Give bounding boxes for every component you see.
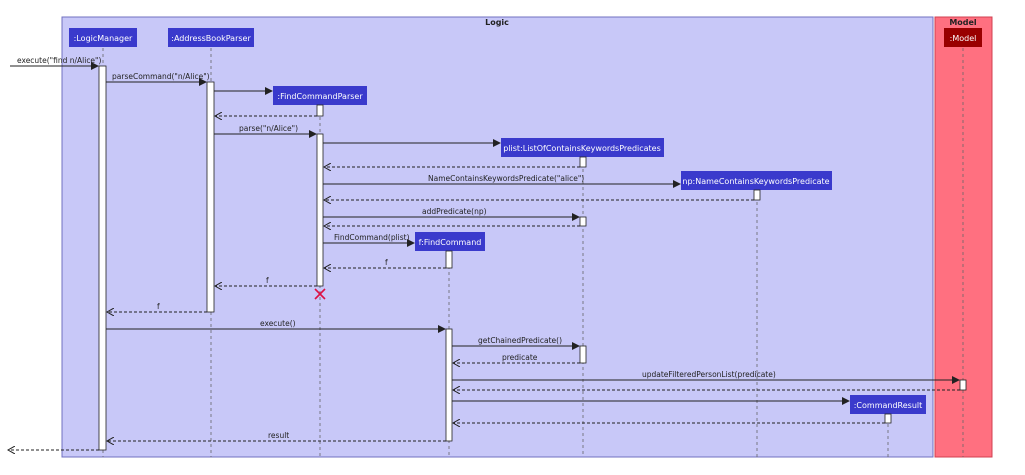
participant-np: np:NameContainsKeywordsPredicate [681,171,832,190]
activation-find-command-parser-1 [316,104,324,117]
return-f-to-lm-label: f [157,302,160,311]
activation-find-command-1 [445,250,453,269]
msg-get-chained-label: getChainedPredicate() [478,336,562,345]
participant-logic-manager-label: :LogicManager [74,34,133,43]
participant-command-result-label: :CommandResult [854,401,923,410]
participant-find-command-parser: :FindCommandParser [273,86,367,105]
return-f-to-abp-label: f [266,276,269,285]
activation-address-book-parser [206,81,215,313]
activation-logic-manager [98,65,107,451]
msg-name-predicate-label: NameContainsKeywordsPredicate("alice") [428,174,584,183]
participant-plist-label: plist:ListOfContainsKeywordsPredicates [503,144,661,153]
msg-parse-command-label: parseCommand("n/Alice") [112,72,210,81]
activation-np [753,189,761,201]
return-result-label: result [268,431,289,440]
return-predicate-label: predicate [502,353,538,362]
return-f-to-fcp-label: f [385,258,388,267]
model-frame [934,16,993,458]
activation-command-result [884,413,892,424]
activation-plist-2 [579,216,587,227]
msg-add-predicate-label: addPredicate(np) [422,207,487,216]
activation-model [959,379,967,391]
participant-address-book-parser-label: :AddressBookParser [171,34,251,43]
participant-address-book-parser: :AddressBookParser [168,28,254,47]
destroy-marker [314,288,326,300]
participant-find-command-label: f:FindCommand [419,238,482,247]
participant-model-label: :Model [950,34,977,43]
participant-find-command-parser-label: :FindCommandParser [277,92,363,101]
msg-find-command-label: FindCommand(plist) [334,233,410,242]
activation-find-command-parser-2 [316,133,324,287]
activation-find-command-2 [445,328,453,442]
logic-frame-title: Logic [485,18,509,27]
model-frame-title: Model [949,18,977,27]
participant-model: :Model [944,28,982,47]
activation-plist-1 [579,156,587,168]
participant-np-label: np:NameContainsKeywordsPredicate [682,177,829,186]
activation-plist-3 [579,345,587,364]
participant-command-result: :CommandResult [850,395,926,414]
participant-plist: plist:ListOfContainsKeywordsPredicates [501,138,664,157]
logic-frame [61,16,934,458]
participant-logic-manager: :LogicManager [69,28,137,47]
msg-update-filtered-label: updateFilteredPersonList(predicate) [642,370,776,379]
msg-execute-find-label: execute("find n/Alice") [17,56,102,65]
participant-find-command: f:FindCommand [415,232,485,251]
msg-execute-label: execute() [260,319,296,328]
msg-parse-label: parse("n/Alice") [239,124,298,133]
